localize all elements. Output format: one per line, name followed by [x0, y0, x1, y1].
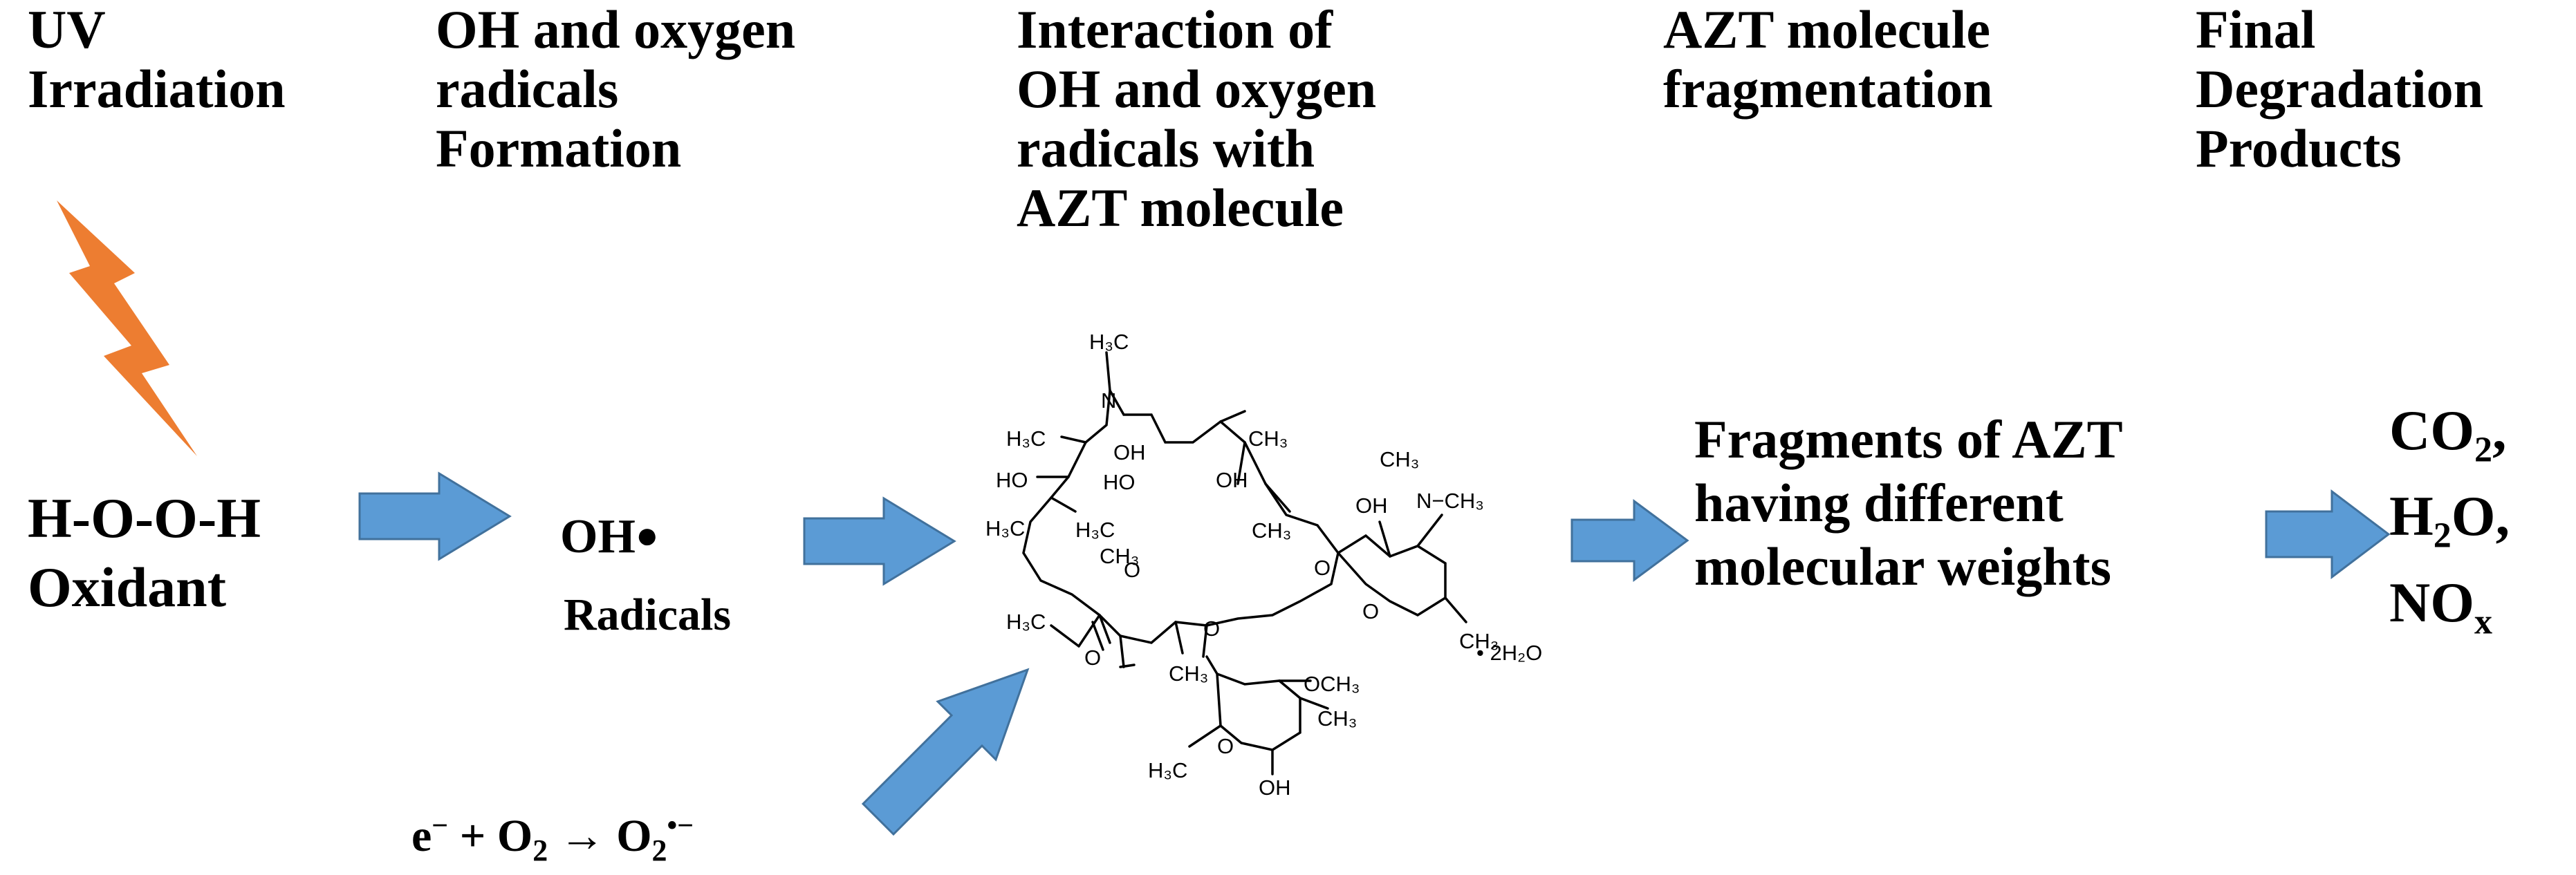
subscript: 2: [651, 834, 667, 868]
arrow-right-icon: [1570, 499, 1689, 582]
label-ch3: CH₃: [1252, 518, 1291, 543]
label-o: O: [1203, 617, 1220, 641]
label-o: O: [1314, 556, 1331, 580]
label-ch3: CH₃: [1248, 426, 1288, 451]
product-nox: NOx: [2389, 570, 2492, 642]
arrow-right-icon: [2265, 489, 2391, 579]
label-o: O: [1362, 599, 1379, 623]
plus-oxygen: + O: [448, 811, 533, 861]
oh-radical-label: OH●: [560, 511, 659, 561]
label-och3: OCH₃: [1304, 672, 1360, 696]
subscript: 2: [532, 834, 548, 868]
label-oh: OH: [1259, 775, 1291, 800]
label-ho: HO: [996, 468, 1028, 492]
label-oh: OH: [1355, 493, 1388, 518]
electron-symbol: e: [411, 811, 432, 861]
label-n-ch3: N−CH₃: [1416, 489, 1484, 513]
arrow-right-icon: [803, 496, 956, 586]
header-radical-formation: OH and oxygen radicals Formation: [436, 0, 796, 178]
label-ch3: CH₃: [1380, 447, 1419, 471]
products-list: CO2, H2O, NOx: [2389, 397, 2576, 655]
label-oh: OH: [1113, 440, 1146, 464]
radicals-caption: Radicals: [564, 590, 732, 640]
label-ch3: CH₃: [1100, 544, 1139, 568]
label-o: O: [1217, 734, 1234, 758]
label-h3c: H₃C: [985, 516, 1025, 540]
label-h3c: H₃C: [1075, 518, 1115, 542]
reaction-arrow: → O: [548, 811, 652, 861]
label-o: O: [1084, 646, 1101, 670]
header-uv-irradiation: UV Irradiation: [28, 0, 286, 119]
arrow-right-icon: [358, 471, 512, 561]
header-final-products: Final Degradation Products: [2196, 0, 2483, 178]
label-h3c: H₃C: [1006, 426, 1046, 451]
label-ch3: CH₃: [1459, 629, 1499, 653]
label-h3c: H₃C: [1006, 610, 1046, 634]
label-ch3: CH₃: [1169, 661, 1208, 686]
radical-charge: •−: [667, 810, 694, 842]
electron-charge: −: [432, 810, 449, 842]
product-h2o: H2O,: [2389, 484, 2510, 556]
product-co2: CO2,: [2389, 399, 2507, 470]
superoxide-equation: e− + O2 → O2•−: [411, 802, 694, 875]
oh-symbol: OH: [560, 510, 636, 563]
label-n: N: [1101, 388, 1116, 413]
label-h3c: H₃C: [1089, 330, 1129, 354]
label-ho: HO: [1103, 470, 1136, 494]
oxidant-label: H-O-O-H Oxidant: [28, 487, 261, 619]
label-ch3: CH₃: [1317, 706, 1357, 731]
header-interaction: Interaction of OH and oxygen radicals wi…: [1017, 0, 1377, 238]
fragments-label: Fragments of AZT having different molecu…: [1694, 409, 2123, 596]
header-fragmentation: AZT molecule fragmentation: [1663, 0, 1993, 119]
label-oh: OH: [1216, 468, 1248, 492]
radical-dot-icon: ●: [635, 514, 659, 557]
arrow-diagonal-icon: [861, 668, 1030, 836]
label-water: • 2H₂O: [1476, 641, 1542, 665]
label-h3c: H₃C: [1148, 758, 1187, 782]
label-o: O: [1124, 558, 1140, 582]
